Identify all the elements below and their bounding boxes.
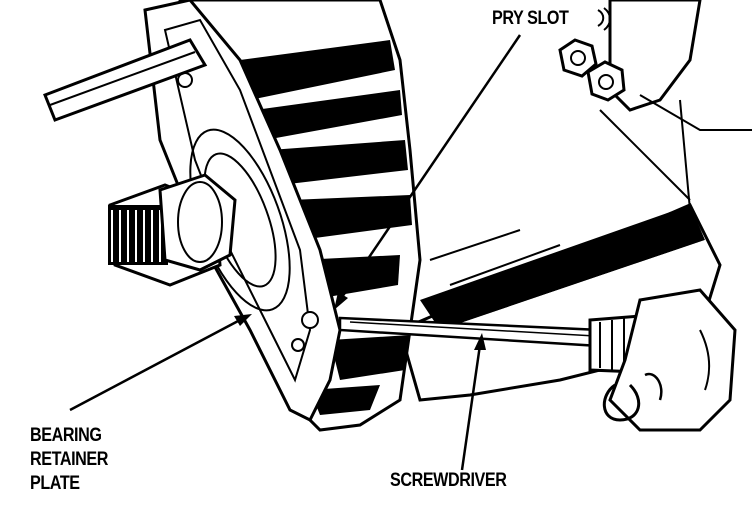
leader-screwdriver bbox=[460, 333, 486, 471]
pry-slot-squiggle-icon bbox=[597, 7, 611, 31]
label-pry-slot: PRY SLOT bbox=[492, 8, 569, 29]
leader-pry-slot bbox=[334, 34, 522, 310]
bolt-2 bbox=[586, 60, 626, 102]
splined-hub bbox=[108, 173, 237, 287]
label-screwdriver: SCREWDRIVER bbox=[390, 470, 507, 491]
output-shaft bbox=[43, 38, 208, 122]
leader-bearing-retainer bbox=[69, 314, 252, 412]
label-bearing-line2: RETAINER bbox=[30, 449, 108, 470]
case-upper-housing bbox=[599, 0, 752, 211]
label-bearing-line3: PLATE bbox=[30, 473, 80, 494]
hand bbox=[602, 288, 737, 432]
label-bearing-line1: BEARING bbox=[30, 425, 102, 446]
bolt-1 bbox=[558, 38, 598, 78]
